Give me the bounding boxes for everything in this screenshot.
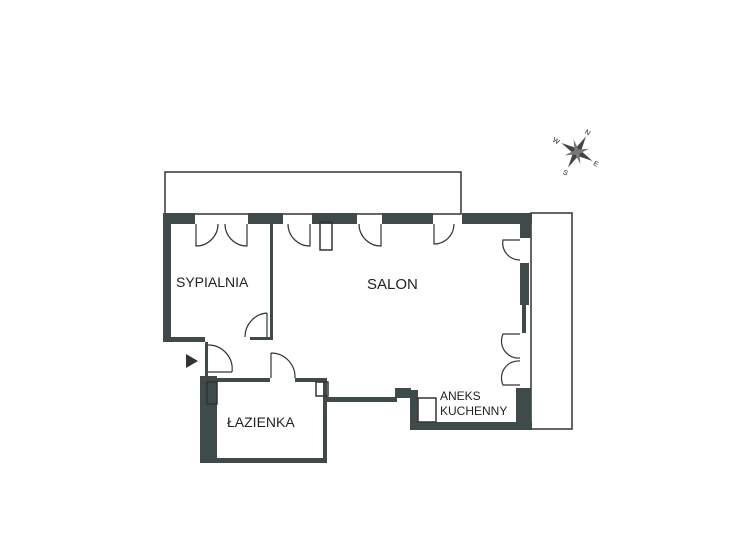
toilet	[315, 381, 329, 397]
compass-rose-icon: N E S W	[551, 129, 600, 178]
room-label-kitchenette-1: ANEKS	[440, 389, 481, 403]
doors-windows	[195, 221, 521, 423]
entrance-arrow-icon	[186, 354, 198, 368]
sink	[206, 381, 218, 405]
compass-s: S	[561, 169, 569, 178]
compass-e: E	[592, 160, 600, 169]
chimney-vent	[319, 221, 333, 251]
compass-n: N	[583, 129, 591, 138]
compass-w: W	[551, 137, 561, 147]
room-label-bedroom: SYPIALNIA	[176, 274, 249, 290]
terrace	[530, 212, 573, 430]
kitchen-sink	[417, 397, 437, 423]
room-label-living-room: SALON	[367, 276, 418, 293]
room-label-bathroom: ŁAZIENKA	[227, 414, 295, 430]
room-label-kitchenette-2: KUCHENNY	[440, 404, 507, 418]
balcony	[164, 171, 462, 215]
walls	[163, 213, 532, 463]
